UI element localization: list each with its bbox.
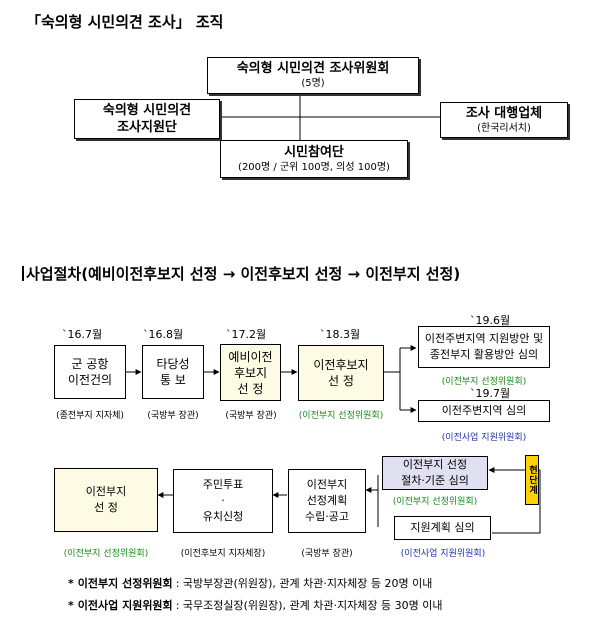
step1-line2: 이전건의 (67, 373, 113, 387)
upper-date: `19.6월 (470, 314, 511, 327)
support-team-box: 숙의형 시민의견 조사지원단 (74, 99, 220, 139)
citizens-box: 시민참여단 (200명 / 군위 100명, 의성 100명) (220, 140, 408, 178)
step4-date: `18.3월 (320, 328, 361, 341)
upper-note: (이전부지 선정위원회) (441, 377, 527, 387)
agency-sub: (한국리서치) (477, 122, 531, 134)
footnote-1-bullet: * (68, 577, 74, 590)
footnote-1-label: 이전부지 선정위원회 (77, 577, 173, 590)
footnote-1-text: : 국방부장관(위원장), 관계 차관·지자체장 등 20명 이내 (175, 577, 433, 590)
step1-box: 군 공항 이전건의 (54, 345, 126, 399)
current-stage-marker: 현단계 (525, 455, 539, 505)
step1-line1: 군 공항 (71, 357, 109, 371)
plan-line1: 지원계획 심의 (410, 521, 475, 534)
citizens-name: 시민참여단 (284, 144, 344, 160)
notice-box: 이전부지 선정계획 수립·공고 (288, 469, 366, 533)
lower-date: `19.7월 (470, 387, 511, 400)
step3-line3: 선 정 (237, 381, 264, 396)
agency-name: 조사 대행업체 (465, 105, 543, 121)
step1-note: (종전부지 지자체) (56, 411, 124, 421)
step2-box: 타당성 통 보 (142, 345, 204, 399)
vote-note: (이전후보지 지자체장) (180, 549, 266, 559)
current-stage-label: 현단계 (527, 465, 537, 495)
loop-line (492, 470, 541, 534)
upper-box: 이전주변지역 지원방안 및 종전부지 활용방안 심의 (418, 326, 550, 368)
criteria-box: 이전부지 선정 절차·기준 심의 (382, 456, 488, 490)
step4-box: 이전후보지 선 정 (298, 345, 384, 401)
lower-note: (이전사업 지원위원회) (441, 433, 527, 443)
step2-note: (국방부 장관) (147, 411, 199, 421)
upper-line2: 종전부지 활용방안 심의 (429, 348, 539, 361)
final-line1: 이전부지 (85, 485, 127, 498)
citizens-sub: (200명 / 군위 100명, 의성 100명) (238, 161, 390, 173)
step2-line1: 타당성 (156, 357, 190, 371)
lower-line1: 이전주변지역 심의 (441, 404, 527, 417)
plan-note: (이전사업 지원위원회) (400, 549, 486, 559)
footnote-2-text: : 국무조정실장(위원장), 관계 차관·지자체장 등 30명 이내 (175, 599, 443, 612)
committee-count: (5명) (301, 78, 325, 89)
footnote-1: *이전부지 선정위원회: 국방부장관(위원장), 관계 차관·지자체장 등 20… (68, 575, 432, 591)
vote-line1: 주민투표 (202, 478, 244, 491)
process-title: 사업절차(예비이전후보지 선정 → 이전후보지 선정 → 이전부지 선정) (22, 263, 460, 284)
committee-box: 숙의형 시민의견 조사위원회 (5명) (207, 57, 419, 94)
agency-box: 조사 대행업체 (한국리서치) (440, 102, 568, 138)
step3-date: `17.2월 (226, 328, 267, 341)
footnote-2: *이전사업 지원위원회: 국무조정실장(위원장), 관계 차관·지자체장 등 3… (68, 597, 442, 613)
support-team-line2: 조사지원단 (117, 120, 177, 135)
process-title-text: 사업절차(예비이전후보지 선정 → 이전후보지 선정 → 이전부지 선정) (26, 265, 461, 283)
vote-line2: · (221, 494, 225, 507)
step3-box: 예비이전 후보지 선 정 (220, 344, 281, 401)
plan-box: 지원계획 심의 (394, 516, 491, 540)
step2-line2: 통 보 (160, 373, 186, 387)
step3-line1: 예비이전 (228, 349, 273, 364)
notice-line1: 이전부지 (306, 478, 348, 491)
vote-box: 주민투표 · 유치신청 (173, 469, 273, 533)
final-note: (이전부지 선정위원회) (63, 549, 149, 559)
criteria-line2: 절차·기준 심의 (401, 474, 469, 487)
title-bar (22, 266, 24, 281)
committee-name: 숙의형 시민의견 조사위원회 (236, 61, 390, 76)
step4-line1: 이전후보지 (313, 358, 369, 372)
step2-date: `16.8월 (143, 328, 184, 341)
step3-note: (국방부 장관) (225, 411, 277, 421)
criteria-line1: 이전부지 선정 (402, 458, 468, 471)
notice-note: (국방부 장관) (301, 549, 353, 559)
step4-note: (이전부지 선정위원회) (298, 411, 384, 421)
step3-line2: 후보지 (233, 365, 268, 380)
footnote-2-bullet: * (68, 599, 74, 612)
lower-box: 이전주변지역 심의 (418, 400, 550, 422)
final-box: 이전부지 선 정 (54, 468, 158, 532)
step4-line2: 선 정 (328, 374, 354, 388)
upper-line1: 이전주변지역 지원방안 및 (424, 332, 544, 345)
support-team-line1: 숙의형 시민의견 (102, 103, 192, 118)
final-line2: 선 정 (94, 501, 118, 514)
step1-date: `16.7월 (62, 328, 103, 341)
criteria-note: (이전부지 선정위원회) (392, 497, 478, 507)
notice-line3: 수립·공고 (305, 510, 349, 523)
footnote-2-label: 이전사업 지원위원회 (77, 599, 173, 612)
notice-line2: 선정계획 (306, 494, 348, 507)
vote-line3: 유치신청 (202, 510, 244, 523)
org-title: 「숙의형 시민의견 조사」 조직 (26, 13, 224, 31)
